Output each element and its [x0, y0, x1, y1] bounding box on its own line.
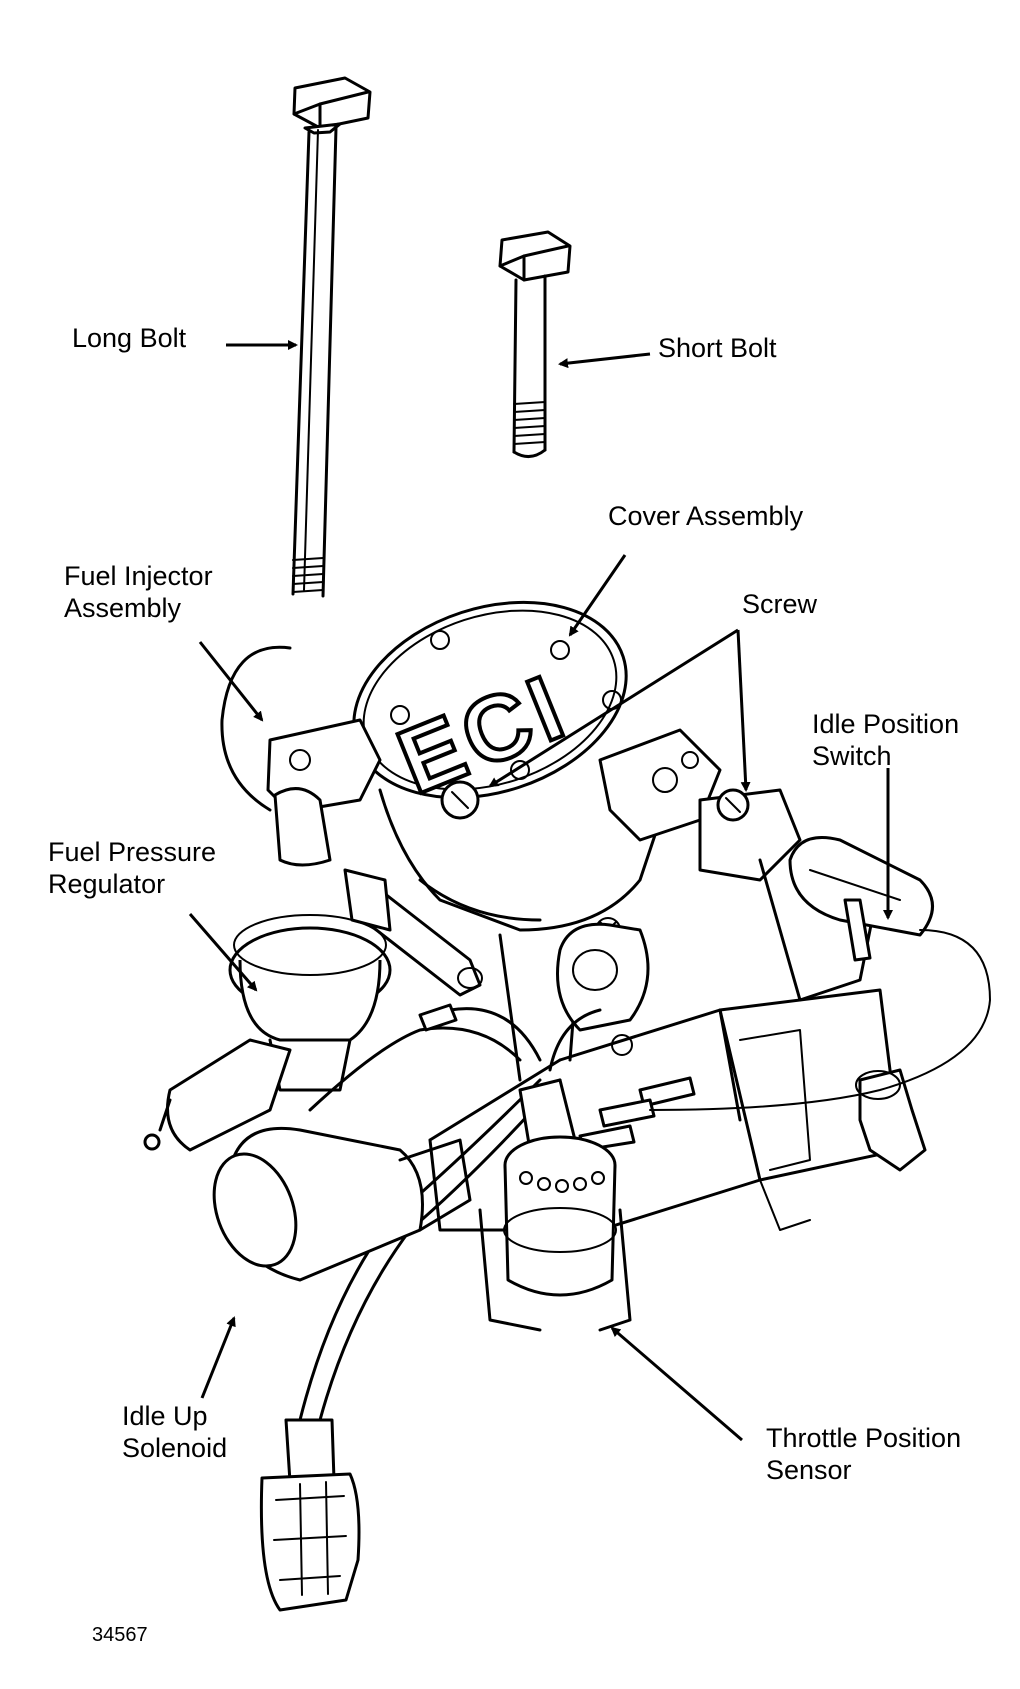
arrow-screw-right — [736, 629, 751, 792]
label-long-bolt: Long Bolt — [72, 323, 187, 353]
label-short-bolt: Short Bolt — [658, 333, 777, 363]
label-cover-assembly: Cover Assembly — [608, 501, 804, 531]
arrow-screw-left — [488, 628, 739, 788]
short-bolt-drawing — [498, 230, 572, 458]
label-screw: Screw — [742, 589, 818, 619]
throttle-body-drawing: ECI — [143, 600, 991, 1612]
arrow-throttle-position-sensor — [610, 1326, 743, 1442]
arrow-short-bolt — [558, 352, 651, 369]
arrow-fuel-pressure-regulator — [188, 913, 258, 992]
arrow-idle-up-solenoid — [200, 1316, 236, 1399]
arrow-cover-assembly — [568, 554, 627, 637]
figure-number: 34567 — [92, 1624, 148, 1646]
leader-arrows — [188, 340, 893, 1442]
arrow-fuel-injector — [198, 641, 264, 722]
long-bolt-drawing — [291, 76, 372, 598]
